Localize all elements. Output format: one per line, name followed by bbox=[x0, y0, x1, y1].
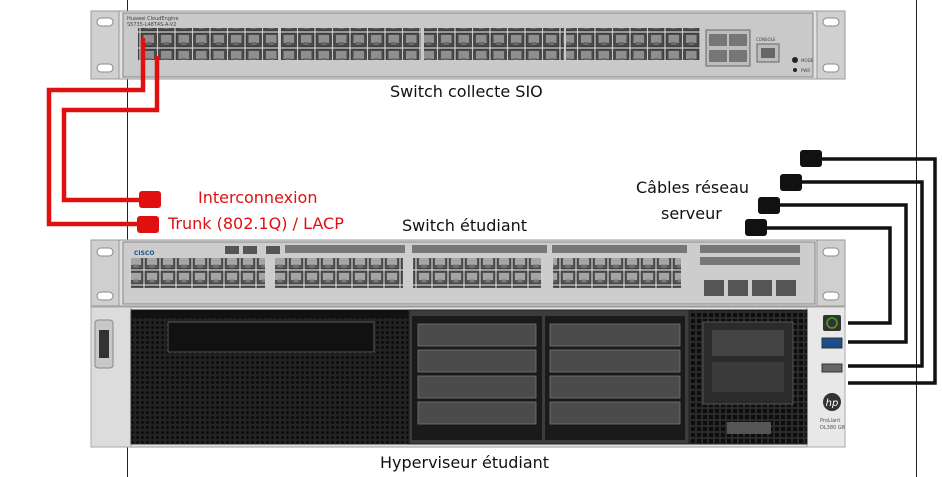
hypervisor-label: Hyperviseur étudiant bbox=[380, 453, 550, 472]
server-connector-1 bbox=[800, 150, 822, 167]
rack-rail-left bbox=[127, 0, 128, 477]
server-model: DL380 G8 bbox=[820, 425, 845, 431]
student-switch-label: Switch étudiant bbox=[402, 216, 528, 235]
server-cables-label-2: serveur bbox=[661, 204, 722, 223]
collect-switch-label: Switch collecte SIO bbox=[390, 82, 543, 101]
collect-switch-mode-label: MODE bbox=[801, 58, 814, 63]
trunk-connector-2 bbox=[137, 216, 159, 233]
server-brand: ProLiant bbox=[820, 418, 840, 424]
cisco-logo: CISCO bbox=[134, 250, 154, 257]
collect-switch-model-2: S5735-L48T4S-A-V2 bbox=[127, 22, 176, 28]
server-connector-3 bbox=[758, 197, 780, 214]
server-cables-label-1: Câbles réseau bbox=[636, 178, 750, 197]
hypervisor-server bbox=[90, 306, 846, 448]
hp-logo: hp bbox=[826, 398, 839, 409]
student-switch bbox=[90, 239, 846, 307]
rack-rail-right bbox=[916, 0, 917, 477]
server-connector-2 bbox=[780, 174, 802, 191]
trunk-connector-1 bbox=[139, 191, 161, 208]
collect-switch-console-label: CONSOLE bbox=[756, 37, 776, 42]
collect-switch-model-1: Huawei CloudEngine bbox=[127, 16, 179, 22]
server-connector-4 bbox=[745, 219, 767, 236]
server-cables bbox=[759, 157, 937, 385]
interconnexion-label: Interconnexion bbox=[198, 188, 318, 207]
trunk-label: Trunk (802.1Q) / LACP bbox=[168, 214, 344, 233]
collect-switch-pwr-label: PWR bbox=[801, 68, 810, 73]
collect-switch bbox=[90, 10, 846, 80]
trunk-cables bbox=[46, 38, 160, 227]
